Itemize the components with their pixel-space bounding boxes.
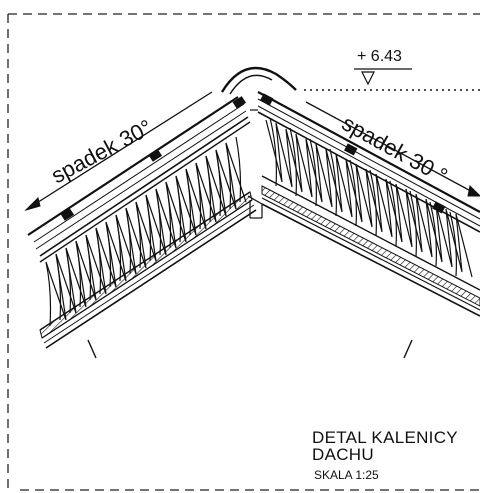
right-slope-arrow [305, 101, 480, 197]
elevation-label: + 6.43 [357, 48, 402, 65]
left-insulation [45, 136, 247, 327]
right-insulation [265, 117, 473, 278]
sheet-border [7, 13, 480, 493]
right-roof-slope [257, 91, 480, 359]
left-slope-arrow [24, 91, 213, 212]
drawing-title-line-1: DETAL KALENICY [312, 428, 458, 447]
ridge-beam [247, 109, 263, 219]
right-tile-clips [260, 93, 446, 214]
ridge-cap [220, 66, 297, 95]
drawing-title-line-2: DACHU [312, 445, 374, 464]
left-tile-clips [60, 96, 247, 221]
drawing-scale: SKALA 1:25 [314, 468, 379, 482]
elevation-marker [304, 68, 480, 91]
